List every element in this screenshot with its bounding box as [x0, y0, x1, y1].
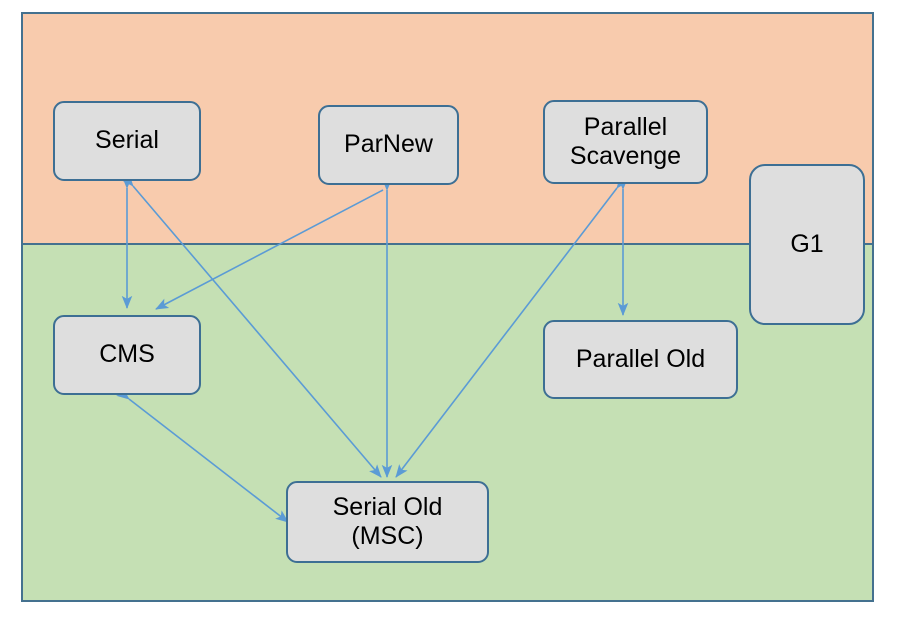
node-parallel-old[interactable]: Parallel Old [543, 320, 738, 399]
node-g1[interactable]: G1 [749, 164, 865, 325]
node-parnew[interactable]: ParNew [318, 105, 459, 185]
node-serial[interactable]: Serial [53, 101, 201, 181]
node-serial-old[interactable]: Serial Old (MSC) [286, 481, 489, 563]
node-cms[interactable]: CMS [53, 315, 201, 395]
node-parallel-scavenge[interactable]: Parallel Scavenge [543, 100, 708, 184]
